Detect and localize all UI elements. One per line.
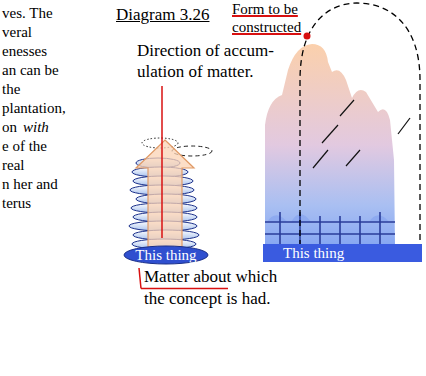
hatching — [313, 100, 410, 168]
page-text-fragment: n her and — [2, 175, 58, 194]
leader-dot — [304, 33, 311, 40]
scaffold-grid — [265, 212, 395, 246]
page-text-fragment: plantation, — [2, 99, 66, 118]
page-text-fragment: veral — [2, 23, 32, 42]
page-text-fragment: enesses — [2, 42, 47, 61]
callout-label: Direction of accum- ulation of matter. — [137, 40, 292, 82]
upward-arrow — [136, 140, 194, 250]
leader-line — [139, 268, 141, 289]
node-text: This thing — [263, 244, 344, 262]
matter-bar: This thing — [263, 244, 422, 262]
leader-line — [161, 86, 163, 238]
callout-label: Matter about which the concept is had. — [144, 266, 296, 310]
page-text-fragment: real — [2, 156, 24, 175]
disc-shape — [124, 246, 208, 264]
matter-disc: This thing — [123, 245, 209, 265]
page-text-fragment: an can be — [2, 61, 59, 80]
dashed-arch — [300, 3, 420, 256]
page-text-fragment: terus — [2, 194, 31, 213]
node-text: This thing — [135, 246, 196, 264]
callout-label: Form to be constructed — [232, 0, 312, 36]
diagram-title: Diagram 3.26 — [116, 5, 209, 25]
page-text-fragment: the — [2, 80, 20, 99]
page-text-fragment: on — [2, 118, 17, 137]
constructed-form — [265, 44, 395, 246]
page-text-fragment: ves. The — [2, 4, 53, 23]
page-text-fragment: with — [23, 118, 49, 137]
page-text-fragment: e of the — [2, 137, 47, 156]
